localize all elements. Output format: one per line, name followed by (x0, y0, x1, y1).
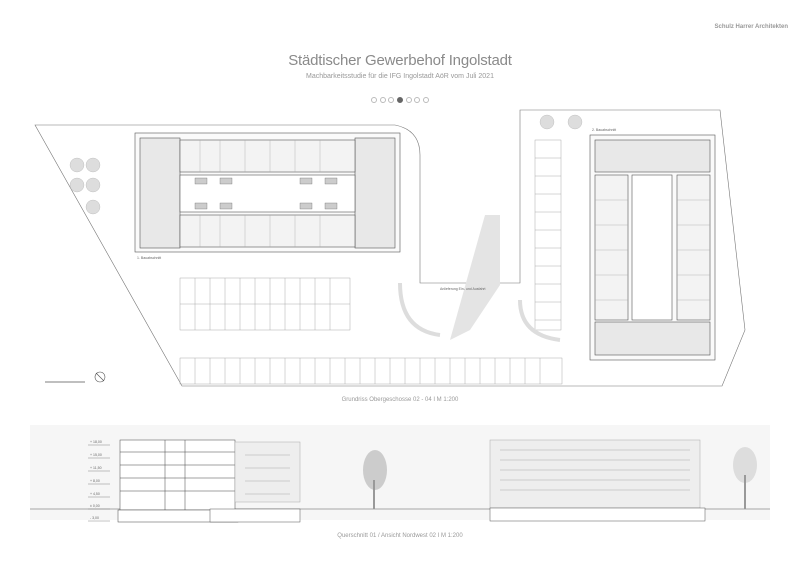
level-label: + 4,50 (90, 492, 100, 496)
section-elevation: + 18,00 + 15,00 + 11,50 + 8,00 + 4,50 ± … (30, 425, 770, 523)
pagination-dot[interactable] (422, 97, 429, 103)
tree-section (363, 450, 387, 509)
section-caption: Querschnitt 01 / Ansicht Nordwest 02 I M… (337, 533, 463, 539)
trees-left (69, 157, 101, 215)
plan-caption: Grundriss Obergeschosse 02 - 04 I M 1:20… (341, 397, 459, 403)
building-2 (589, 134, 716, 361)
tree-elevation (733, 447, 757, 509)
ramp (450, 215, 500, 340)
page-subtitle: Machbarkeitsstudie für die IFG Ingolstad… (306, 73, 494, 80)
level-label: + 8,00 (90, 479, 100, 483)
level-label: + 18,00 (90, 440, 102, 444)
site-plan: 1. Bauabschnitt 2. Bauabschnitt Anliefer… (34, 109, 746, 387)
pagination-dot[interactable] (414, 97, 421, 103)
level-label: - 3,00 (90, 516, 99, 520)
trees-right (539, 114, 583, 130)
building-1-label: 1. Bauabschnitt (137, 256, 161, 260)
page-title: Städtischer Gewerbehof Ingolstadt (288, 52, 512, 69)
pagination-dot[interactable] (397, 97, 403, 103)
level-label: ± 0,00 (90, 504, 100, 508)
section-facade (209, 441, 301, 523)
firm-name: Schulz Harrer Architekten (714, 24, 788, 30)
building-2-label: 2. Bauabschnitt (592, 128, 616, 132)
access-label: Anlieferung Ein- und Ausfahrt (440, 287, 486, 291)
driveway-curves (398, 282, 561, 342)
site-boundary (34, 109, 746, 387)
elevation-building (489, 439, 706, 522)
pagination-dot[interactable] (405, 97, 412, 103)
level-marks (88, 444, 110, 522)
pagination-dot[interactable] (388, 97, 395, 103)
north-arrow (45, 371, 106, 383)
parking-stalls (179, 139, 563, 385)
level-label: + 15,00 (90, 453, 102, 457)
pagination-dot[interactable] (371, 97, 378, 103)
level-label: + 11,50 (90, 466, 102, 470)
pagination-dots (0, 97, 800, 103)
pagination-dot[interactable] (379, 97, 386, 103)
building-1 (134, 132, 401, 253)
